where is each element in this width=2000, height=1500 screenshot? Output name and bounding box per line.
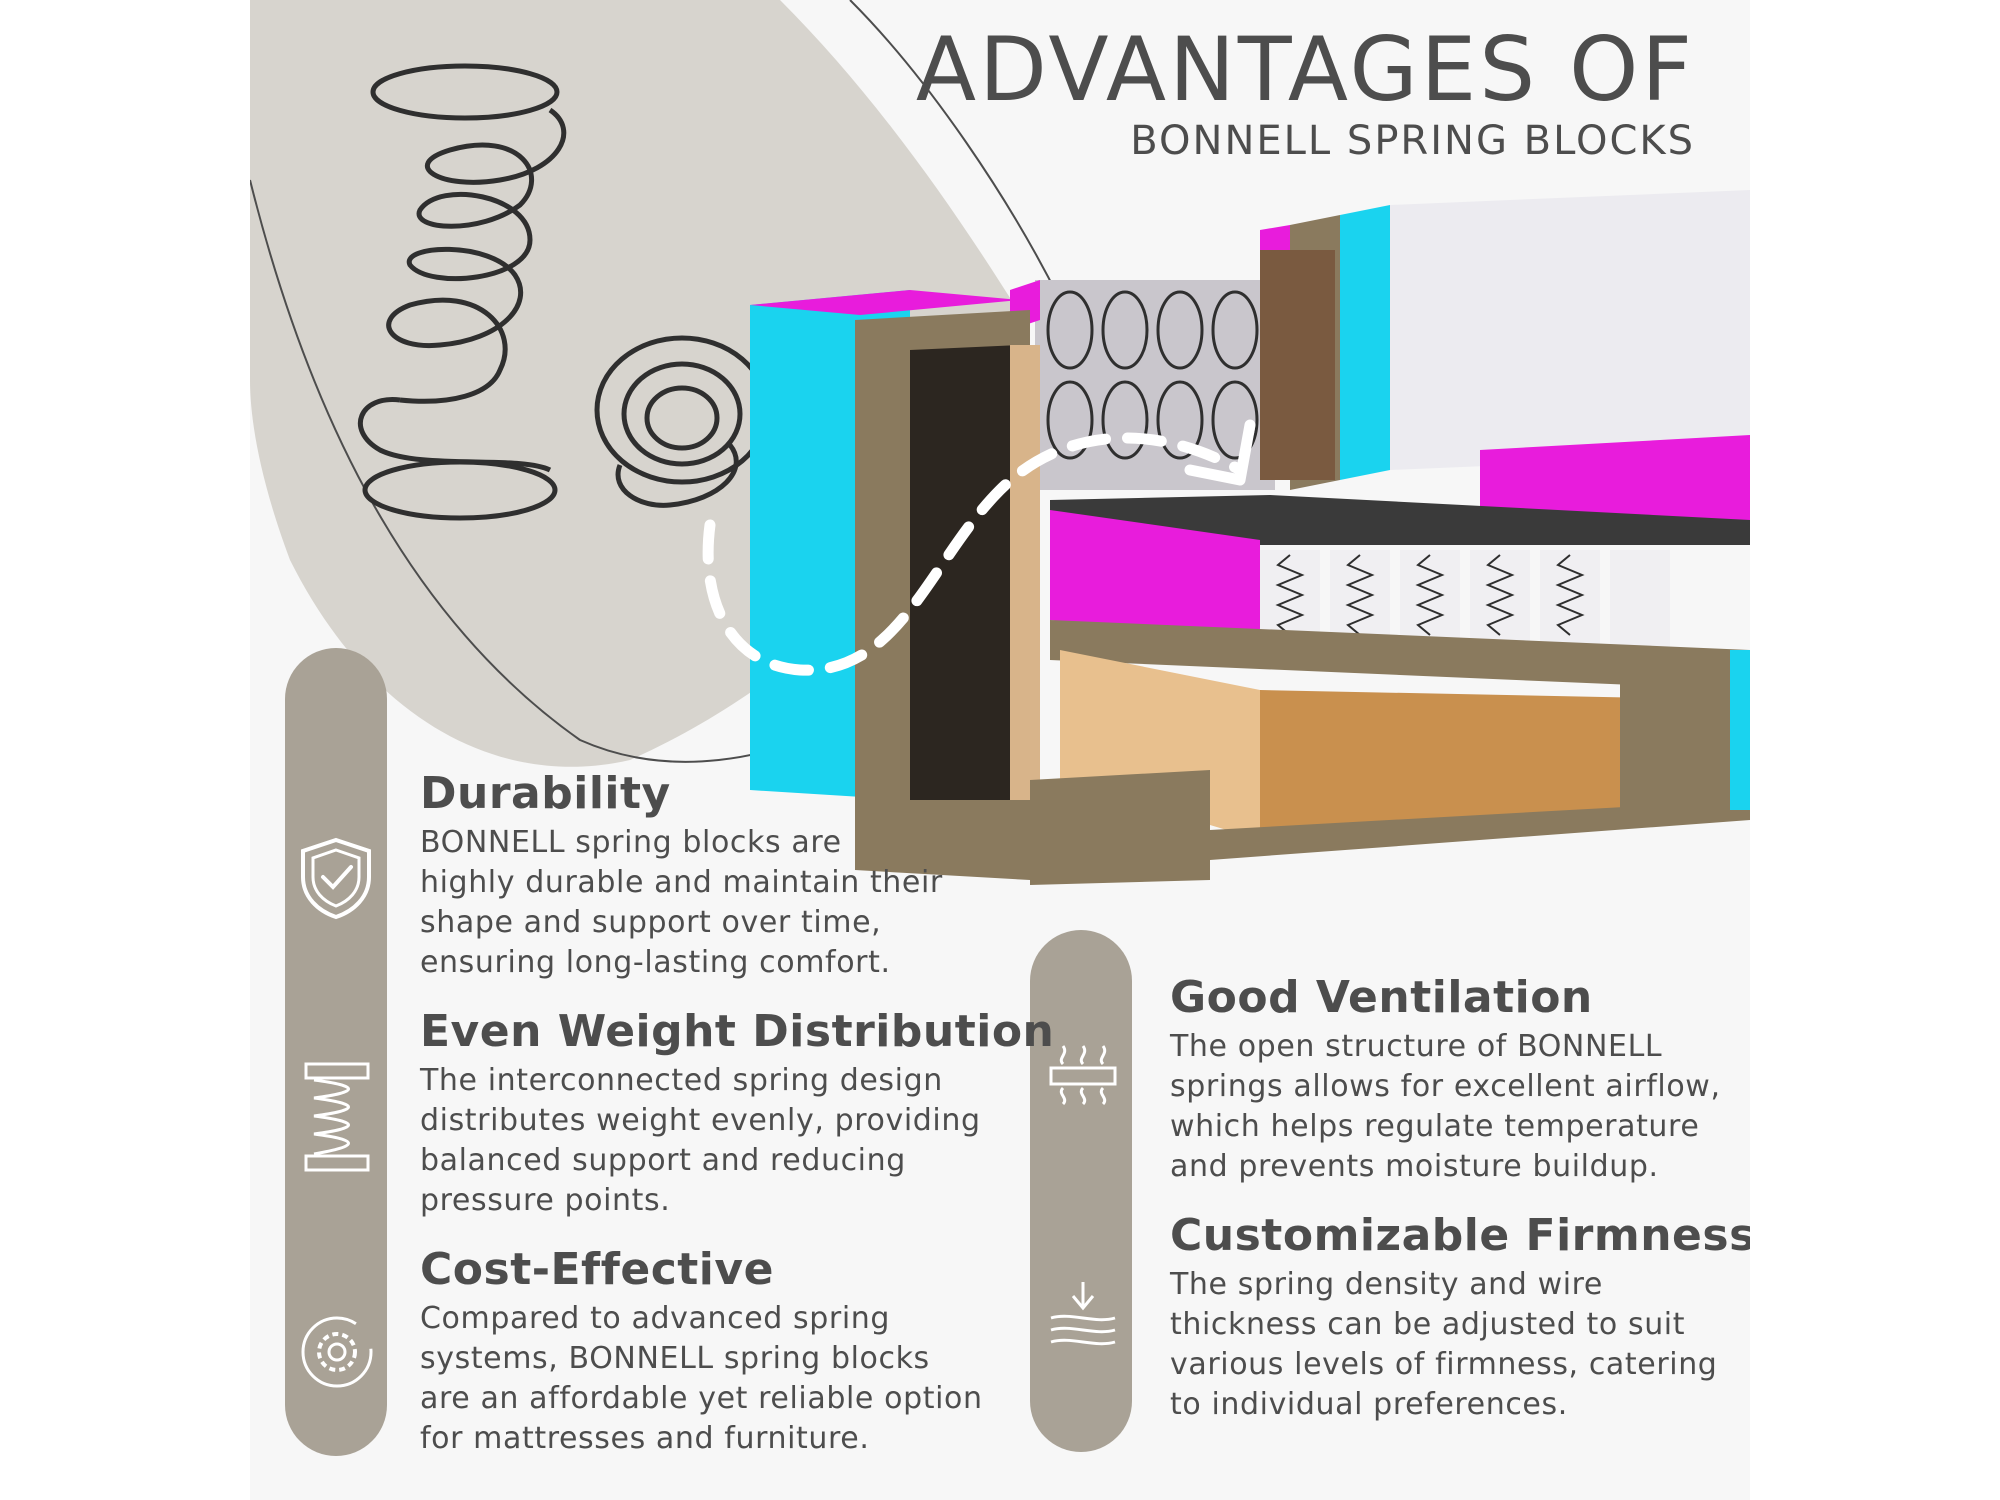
feature-text: The interconnected spring design distrib… xyxy=(420,1063,981,1218)
page-subtitle: BONNELL SPRING BLOCKS xyxy=(1130,118,1695,164)
dashed-arrow xyxy=(702,432,1246,676)
icon-pill-right xyxy=(1030,930,1132,1452)
feature-text: Compared to advanced spring systems, BON… xyxy=(420,1301,983,1456)
furniture-cutaway xyxy=(750,190,1750,885)
feature-title: Cost-Effective xyxy=(420,1244,774,1295)
page-title: ADVANTAGES OF xyxy=(915,18,1695,121)
feature-title: Durability xyxy=(420,768,671,819)
spring-coil-icon xyxy=(304,1062,370,1172)
feature-title: Customizable Firmness xyxy=(1170,1210,1750,1261)
arrow-head xyxy=(1184,419,1256,486)
feature-durability: Durability BONNELL spring blocks are hig… xyxy=(420,768,943,983)
feature-title: Good Ventilation xyxy=(1170,972,1593,1023)
feature-ventilation: Good Ventilation The open structure of B… xyxy=(1170,972,1721,1187)
feature-text: BONNELL spring blocks are highly durable… xyxy=(420,825,943,980)
gear-cycle-icon xyxy=(301,1316,373,1388)
feature-text: The open structure of BONNELL springs al… xyxy=(1170,1029,1721,1184)
feature-cost-effective: Cost-Effective Compared to advanced spri… xyxy=(420,1244,983,1459)
feature-title: Even Weight Distribution xyxy=(420,1006,1055,1057)
illustration xyxy=(250,0,1750,885)
shield-check-icon xyxy=(301,837,371,920)
airflow-icon xyxy=(1049,1045,1117,1106)
outline-curve xyxy=(250,179,851,763)
feature-weight-distribution: Even Weight Distribution The interconnec… xyxy=(420,1006,1054,1221)
icon-pill-left xyxy=(285,648,387,1456)
feature-firmness: Customizable Firmness The spring density… xyxy=(1170,1210,1750,1425)
outline-curve-top xyxy=(849,0,1061,301)
feature-text: The spring density and wire thickness ca… xyxy=(1170,1267,1718,1422)
layers-pressure-icon xyxy=(1050,1282,1116,1346)
spring-coil-illustration xyxy=(357,63,567,521)
infographic-panel: ADVANTAGES OF BONNELL SPRING BLOCKS Dura… xyxy=(250,0,1750,1500)
